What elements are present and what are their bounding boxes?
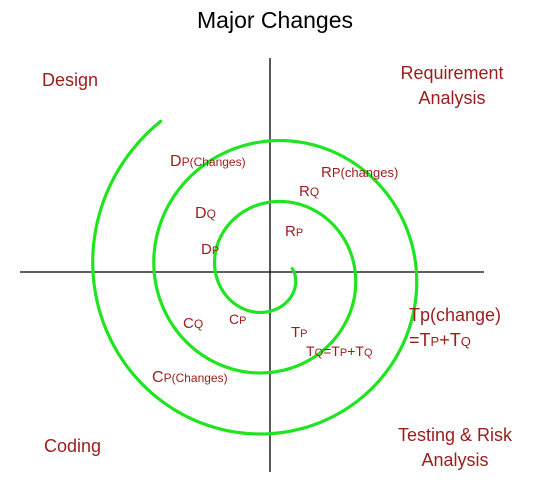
label-tp-change: Tp(change) <box>409 305 501 325</box>
quadrant-design: Design <box>42 70 98 90</box>
label-tp: TP <box>291 324 308 341</box>
label-dq: DQ <box>195 205 216 222</box>
label-rq: RQ <box>299 183 319 200</box>
quadrant-requirement-line2: Analysis <box>418 88 485 108</box>
label-cq: CQ <box>183 315 203 332</box>
label-cp: CP <box>229 311 246 327</box>
spiral-curve <box>91 119 419 436</box>
label-dp: DP <box>201 241 219 258</box>
label-rp-changes: RP(changes) <box>321 164 398 181</box>
diagram-title: Major Changes <box>197 7 353 33</box>
quadrant-testing-line2: Analysis <box>421 450 488 470</box>
quadrant-requirement-line1: Requirement <box>400 63 503 83</box>
label-tp-change-formula: =TP+TQ <box>409 330 471 350</box>
label-dp-changes: DP(Changes) <box>170 153 246 170</box>
label-tq-formula: TQ=TP+TQ <box>306 343 373 359</box>
label-rp: RP <box>285 223 303 240</box>
quadrant-testing-line1: Testing & Risk <box>398 425 513 445</box>
label-cp-changes: CP(Changes) <box>152 369 228 386</box>
quadrant-coding: Coding <box>44 436 101 456</box>
